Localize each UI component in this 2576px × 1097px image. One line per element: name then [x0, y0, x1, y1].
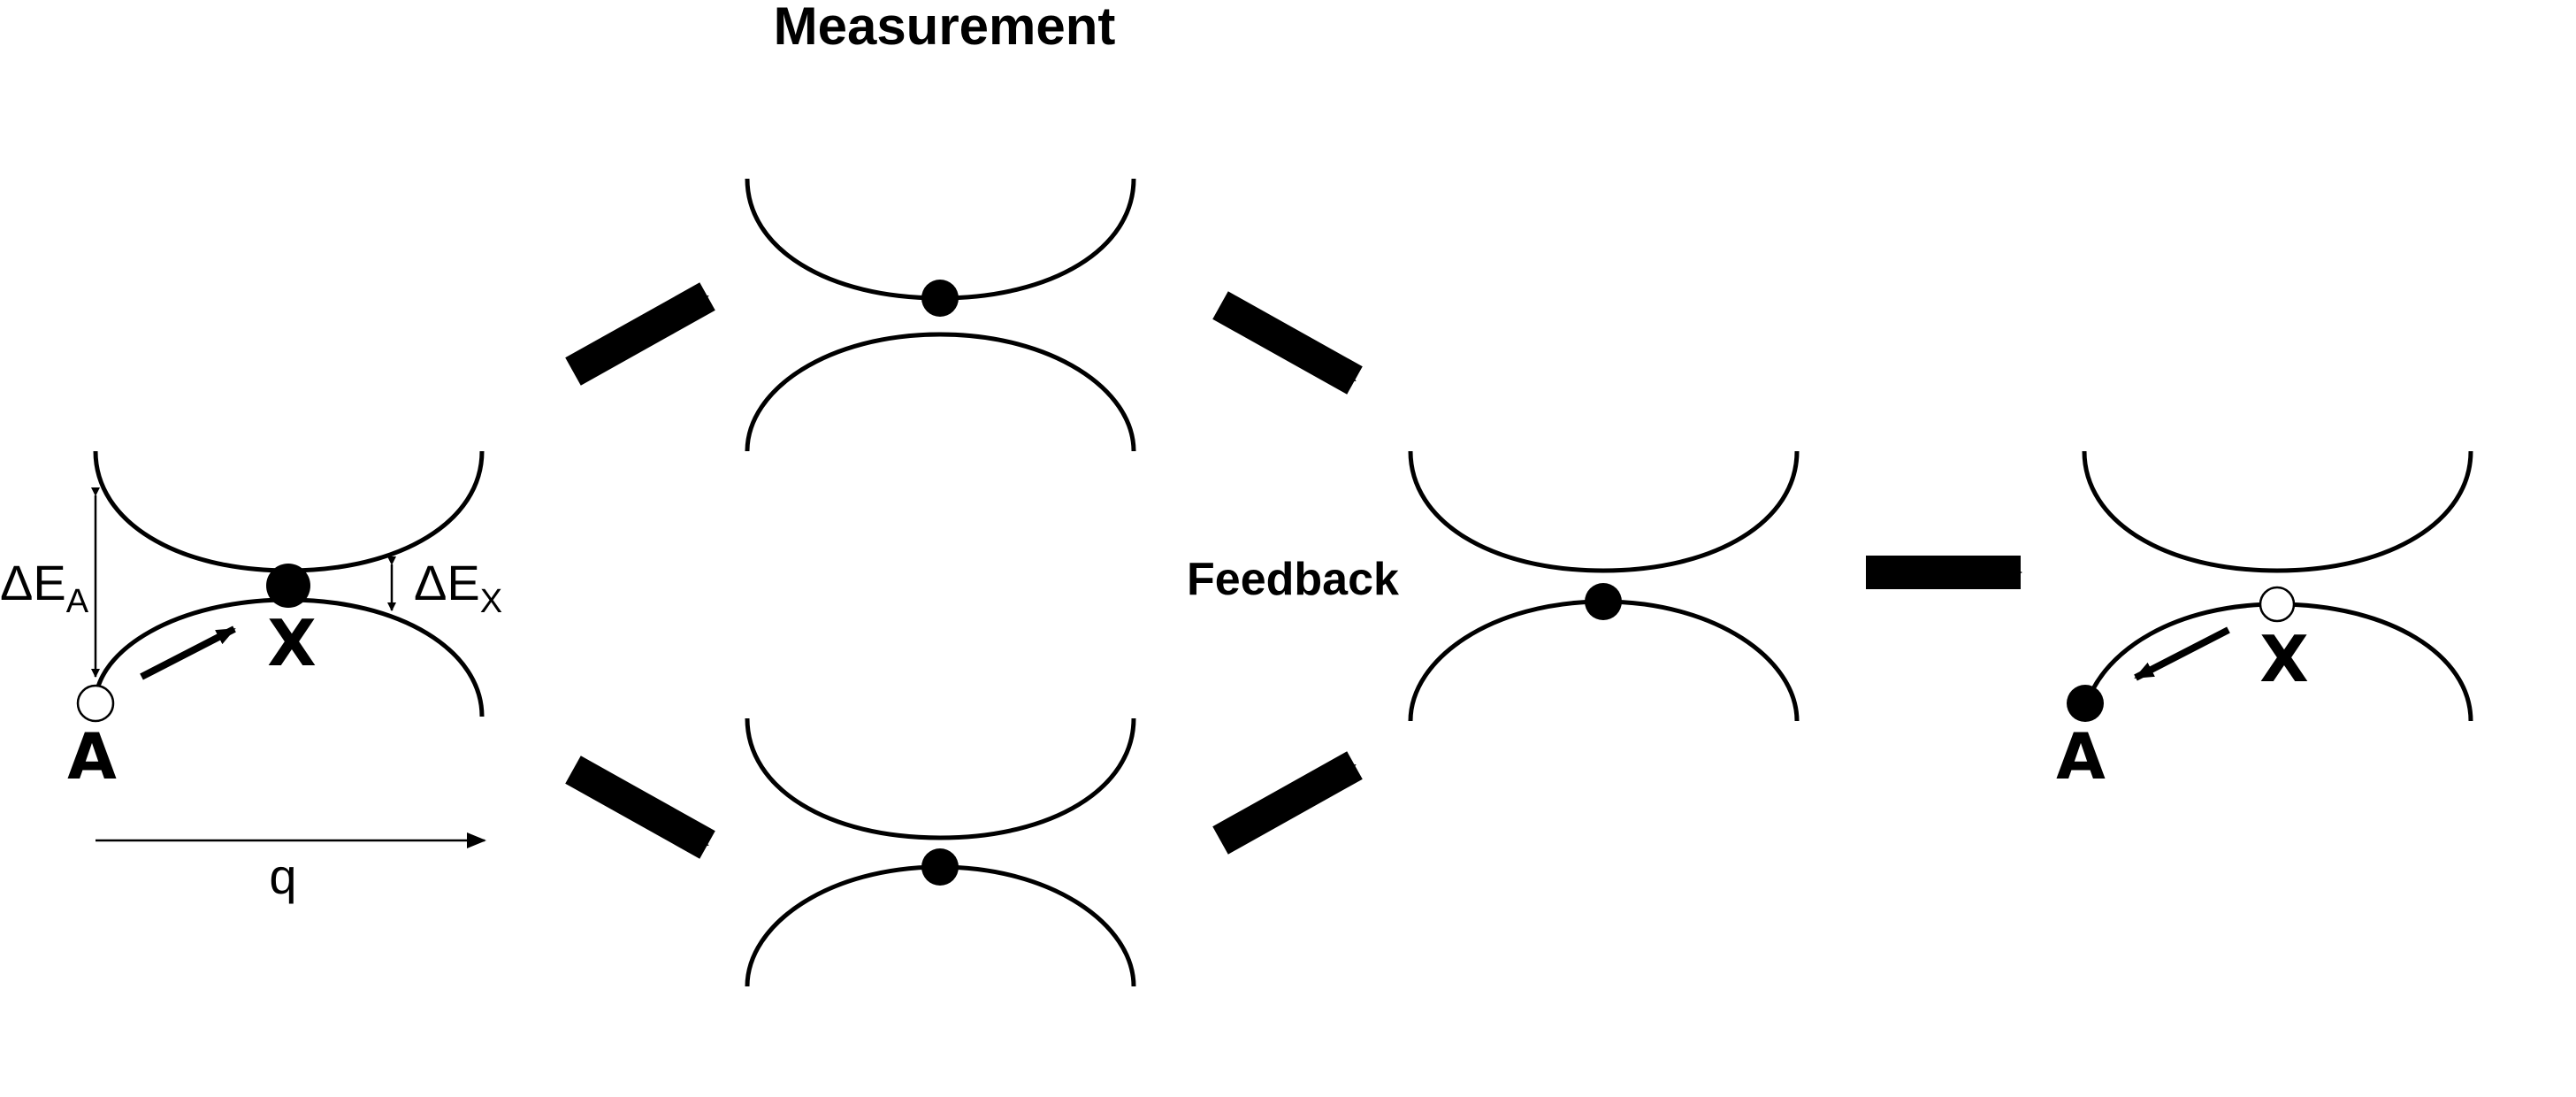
state-x-filled	[266, 564, 310, 608]
particle-filled	[921, 280, 959, 317]
particle-filled	[921, 848, 959, 886]
q-axis-label: q	[269, 848, 296, 904]
state-x-label: X	[267, 606, 317, 680]
delta-ea-subscript: A	[66, 583, 89, 620]
arrow-to-upper-measurement	[565, 282, 715, 386]
feedback-label: Feedback	[1187, 554, 1399, 605]
state-a-label: A	[67, 719, 117, 794]
delta-symbol-x: ΔE	[414, 555, 480, 610]
relaxation-arrow	[2134, 626, 2230, 681]
state-x-empty	[2259, 586, 2296, 623]
panel-measurement-lower	[745, 717, 1136, 987]
upper-energy-surface	[2082, 450, 2473, 573]
upper-energy-surface	[1408, 450, 1800, 573]
arrow-to-lower-measurement	[565, 756, 715, 859]
state-a-filled	[2067, 685, 2104, 722]
delta-ea-label: ΔEA	[0, 555, 89, 620]
state-x-label: X	[2259, 622, 2309, 696]
panel-feedback	[1408, 450, 1800, 722]
arrow-upper-to-feedback	[1212, 291, 1363, 395]
lower-energy-surface	[745, 332, 1136, 452]
delta-symbol: ΔE	[0, 555, 66, 610]
panel-final: A X	[2056, 450, 2473, 794]
state-a-empty	[76, 684, 115, 723]
upper-energy-surface	[93, 450, 485, 573]
panel-measurement-upper	[745, 178, 1136, 452]
arrow-lower-to-feedback	[1212, 751, 1363, 855]
delta-ex-subscript: X	[480, 583, 502, 620]
state-a-label: A	[2056, 719, 2106, 794]
upper-energy-surface	[745, 717, 1136, 840]
delta-ex-label: ΔEX	[414, 555, 502, 620]
measurement-label: Measurement	[774, 0, 1116, 56]
panel-initial: ΔEA ΔEX A X q	[0, 450, 502, 904]
reaction-arrow	[140, 625, 236, 680]
particle-filled	[1585, 583, 1622, 620]
